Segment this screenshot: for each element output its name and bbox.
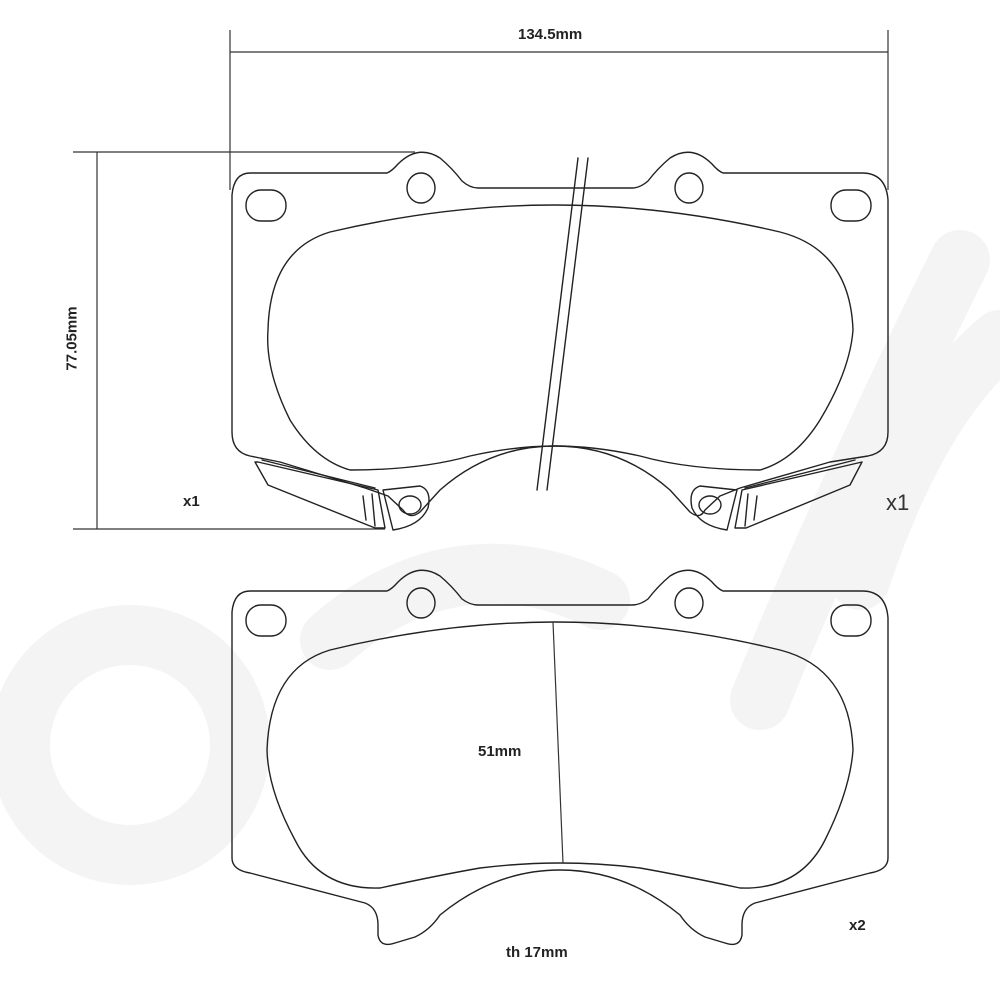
mounting-slot-left	[245, 604, 287, 637]
bottom-pad-backing-plate	[231, 569, 889, 946]
mounting-slot-right	[830, 604, 872, 637]
mounting-hole-right	[674, 172, 704, 204]
mounting-slot-left	[245, 189, 287, 222]
thickness-label: th 17mm	[506, 944, 568, 961]
width-dimension-line	[229, 30, 889, 190]
mounting-hole-right	[674, 587, 704, 619]
height-dimension-line	[73, 151, 415, 530]
quantity-label-top-right: x1	[886, 490, 910, 515]
mounting-hole-left	[406, 587, 436, 619]
height-dimension-label: 77.05mm	[63, 306, 81, 371]
mounting-slot-right	[830, 189, 872, 222]
section-break-line	[536, 157, 589, 491]
top-pad	[231, 151, 889, 531]
friction-height-dimension-line	[552, 621, 564, 864]
top-pad-friction-material	[266, 204, 854, 471]
quantity-label-top-left: x1	[183, 493, 200, 510]
bottom-pad-friction-material	[266, 621, 854, 889]
mounting-hole-left	[406, 172, 436, 204]
quantity-label-bottom: x2	[849, 917, 866, 934]
wear-sensor-left	[254, 459, 430, 531]
bottom-pad	[231, 569, 889, 946]
wear-sensor-right	[690, 459, 863, 531]
watermark	[0, 230, 1000, 885]
friction-height-label: 51mm	[478, 743, 522, 760]
width-dimension-label: 134.5mm	[518, 26, 583, 43]
top-pad-backing-plate	[231, 151, 889, 517]
